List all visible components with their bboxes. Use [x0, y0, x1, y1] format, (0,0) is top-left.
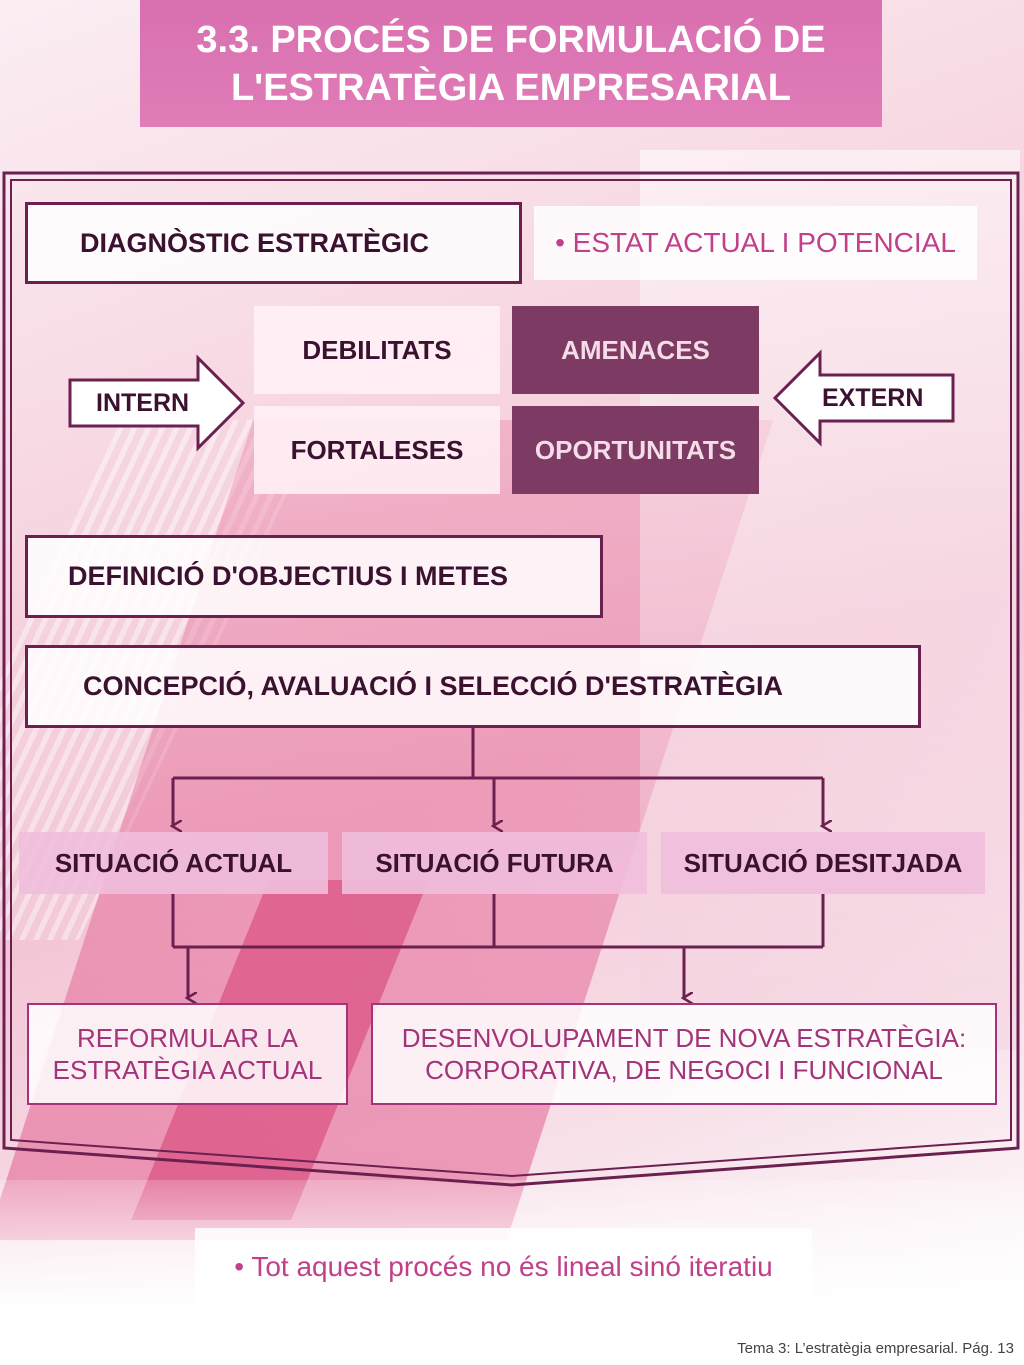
definicio-box: DEFINICIÓ D'OBJECTIUS I METES	[25, 535, 603, 618]
reformular-box: REFORMULAR LA ESTRATÈGIA ACTUAL	[27, 1003, 348, 1105]
estat-label: • ESTAT ACTUAL I POTENCIAL	[555, 227, 956, 258]
oportunitats-box: OPORTUNITATS	[512, 406, 759, 494]
amenaces-label: AMENACES	[561, 334, 710, 365]
footer-page-label: Tema 3: L’estratègia empresarial. Pág. 1…	[737, 1340, 1014, 1357]
iteratiu-box: • Tot aquest procés no és lineal sinó it…	[195, 1228, 812, 1306]
situacio-futura-label: SITUACIÓ FUTURA	[375, 847, 614, 878]
situacio-actual-label: SITUACIÓ ACTUAL	[54, 847, 293, 878]
desenvolupament-box: DESENVOLUPAMENT DE NOVA ESTRATÈGIA: CORP…	[371, 1003, 997, 1105]
iteratiu-label: • Tot aquest procés no és lineal sinó it…	[234, 1251, 773, 1282]
oportunitats-label: OPORTUNITATS	[534, 434, 737, 465]
intern-label: INTERN	[96, 389, 190, 417]
diagnostic-label: DIAGNÒSTIC ESTRATÈGIC	[80, 227, 430, 258]
debilitats-label: DEBILITATS	[302, 334, 452, 365]
situacio-futura-box: SITUACIÓ FUTURA	[342, 832, 647, 894]
diagnostic-box: DIAGNÒSTIC ESTRATÈGIC	[25, 202, 522, 284]
estat-box: • ESTAT ACTUAL I POTENCIAL	[534, 206, 977, 280]
fortaleses-label: FORTALESES	[290, 434, 464, 465]
fortaleses-box: FORTALESES	[254, 406, 500, 494]
page-title-box: 3.3. PROCÉS DE FORMULACIÓ DE L'ESTRATÈGI…	[140, 0, 882, 127]
extern-label: EXTERN	[822, 384, 924, 412]
concepcio-box: CONCEPCIÓ, AVALUACIÓ I SELECCIÓ D'ESTRAT…	[25, 645, 921, 728]
desenvolupament-label: DESENVOLUPAMENT DE NOVA ESTRATÈGIA: CORP…	[401, 1023, 967, 1085]
situacio-desitjada-label: SITUACIÓ DESITJADA	[683, 847, 963, 878]
amenaces-box: AMENACES	[512, 306, 759, 394]
page-title: 3.3. PROCÉS DE FORMULACIÓ DE L'ESTRATÈGI…	[196, 18, 826, 109]
definicio-label: DEFINICIÓ D'OBJECTIUS I METES	[68, 561, 508, 591]
background-building	[640, 150, 1020, 1050]
situacio-actual-box: SITUACIÓ ACTUAL	[19, 832, 328, 894]
reformular-label: REFORMULAR LA ESTRATÈGIA ACTUAL	[52, 1023, 323, 1085]
concepcio-label: CONCEPCIÓ, AVALUACIÓ I SELECCIÓ D'ESTRAT…	[83, 671, 783, 701]
debilitats-box: DEBILITATS	[254, 306, 500, 394]
situacio-desitjada-box: SITUACIÓ DESITJADA	[661, 832, 985, 894]
